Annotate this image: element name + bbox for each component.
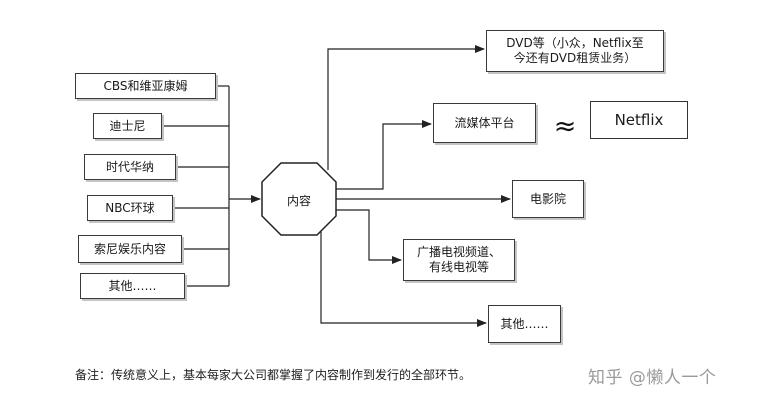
connector-dvd [327, 45, 485, 170]
outlet-other: 其他…… [488, 305, 561, 343]
connector-streaming [336, 120, 432, 190]
source-cbs-viacom: CBS和维亚康姆 [75, 73, 216, 99]
netflix-box: Netflix [590, 101, 688, 139]
approx-equal-symbol: ≈ [553, 110, 577, 142]
outlet-dvd: DVD等（小众，Netflix至 今还有DVD租赁业务） [486, 30, 664, 72]
hub-octagon [261, 162, 337, 236]
outlet-tv: 广播电视频道、 有线电视等 [403, 239, 515, 281]
connector-other [320, 231, 487, 327]
zhihu-watermark: 知乎 @懒人一个 [588, 368, 717, 388]
hub-label: 内容 [286, 193, 311, 208]
outlet-streaming: 流媒体平台 [433, 103, 536, 143]
outlet-cinema: 电影院 [512, 180, 584, 218]
source-other: 其他…… [80, 273, 185, 299]
footnote: 备注：传统意义上，基本每家大公司都掌握了内容制作到发行的全部环节。 [75, 368, 472, 382]
source-time-warner: 时代华纳 [84, 154, 176, 180]
connector-tv [336, 209, 402, 264]
source-nbc-universal: NBC环球 [87, 195, 173, 221]
source-sony: 索尼娱乐内容 [78, 235, 182, 263]
source-disney: 迪士尼 [93, 113, 162, 139]
